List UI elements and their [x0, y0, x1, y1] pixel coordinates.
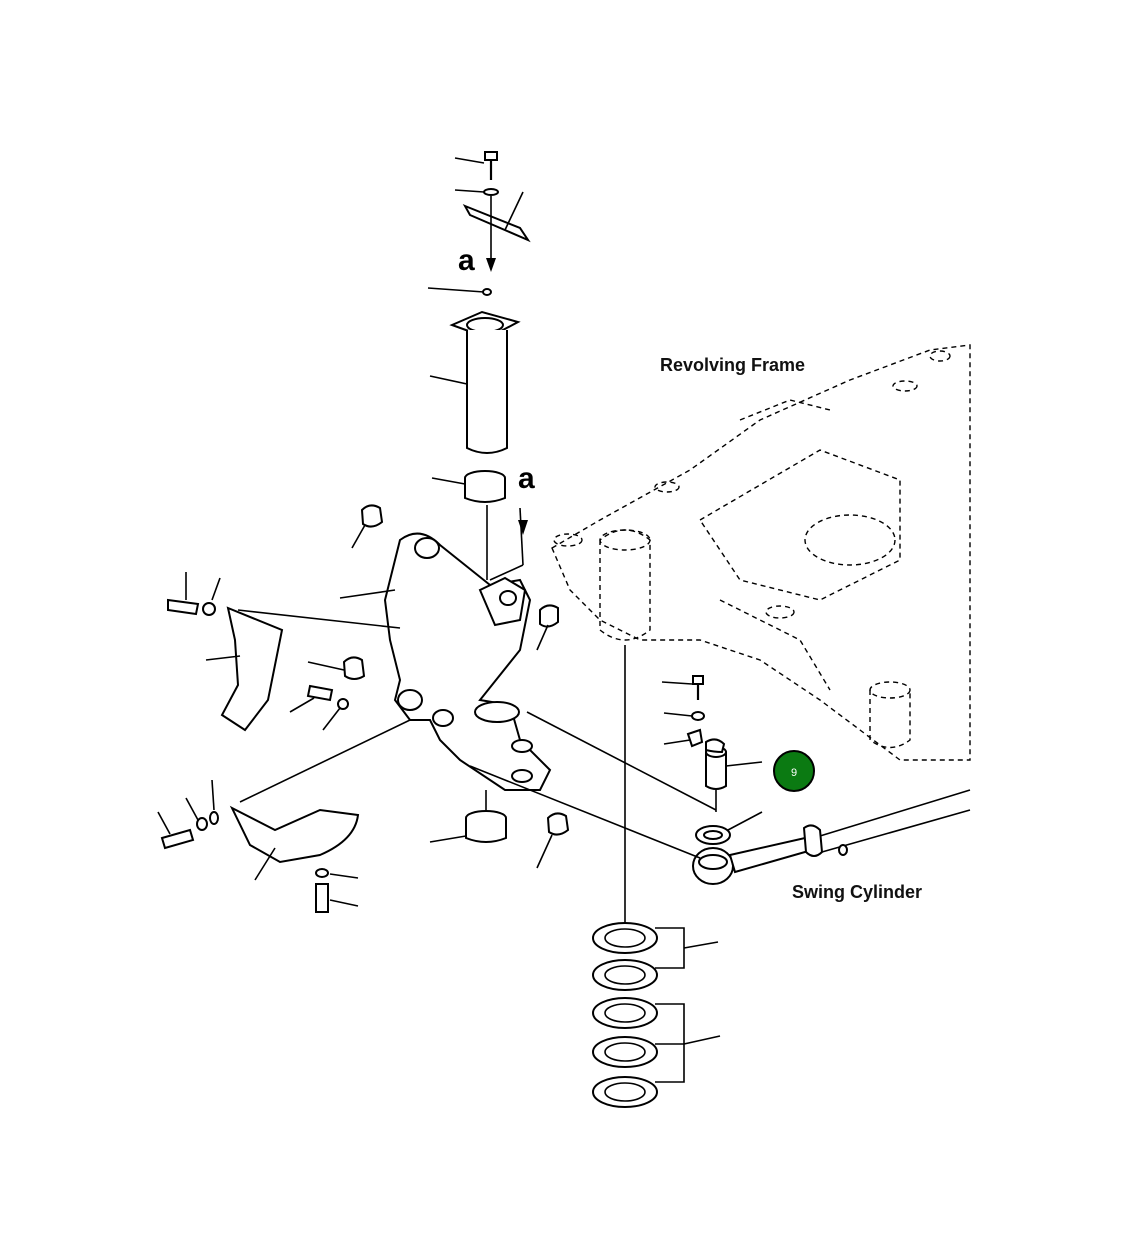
cylinder-washer: [695, 811, 763, 845]
revolving-frame-label: Revolving Frame: [660, 355, 805, 375]
guard-bolt-set: [315, 868, 359, 913]
mid-bolt-set: [289, 684, 349, 731]
view-marker-a-mid: a: [518, 462, 535, 495]
swing-cylinder: [469, 711, 971, 885]
shim-stack: [592, 645, 721, 1108]
swing-cylinder-label: Swing Cylinder: [792, 882, 922, 902]
view-marker-a-top: a: [458, 244, 475, 277]
revolving-frame: [551, 344, 971, 761]
bushing-right: [536, 604, 559, 651]
lower-bushing: [429, 790, 507, 843]
upper-bushing: [431, 470, 506, 580]
main-pin: [429, 310, 521, 454]
lower-guard: [229, 719, 411, 881]
bushing-left-top: [351, 504, 384, 549]
lower-left-bolt-set: [157, 779, 219, 850]
part-hotspot-9[interactable]: 9: [773, 750, 815, 792]
swing-bracket: [339, 507, 552, 791]
hotspot-circle[interactable]: [773, 750, 815, 792]
top-bolt-assembly: [427, 151, 531, 296]
left-bolt-set: [167, 572, 221, 616]
bushing-lower-right: [536, 812, 570, 869]
bushing-left-mid: [307, 656, 366, 680]
left-side-cover: [205, 606, 401, 732]
hotspot-number[interactable]: 9: [791, 767, 797, 779]
fitting-bolt: [661, 675, 705, 748]
pin-sensor: [705, 738, 763, 812]
